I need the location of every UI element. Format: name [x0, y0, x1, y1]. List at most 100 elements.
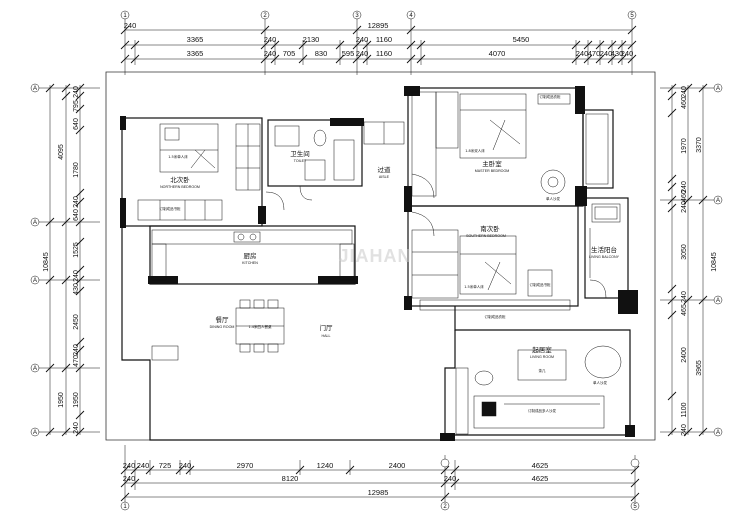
- left-dimensions: [35, 85, 100, 435]
- note-master-chair: 单人沙发: [546, 196, 560, 201]
- label-living-room: 起居室: [532, 345, 552, 354]
- label-north-bedroom: 北次卧: [170, 175, 190, 184]
- walls: [121, 87, 631, 441]
- axis-label-left-5: A: [33, 430, 37, 436]
- label-aisle-en: AISLE: [379, 175, 390, 179]
- label-kitchen: 厨房: [244, 251, 257, 260]
- dim-top2-10: 470: [588, 49, 601, 58]
- dim-top2-4: 830: [315, 49, 328, 58]
- dim-left-9: 430: [73, 283, 80, 295]
- dim-left-1: 240: [73, 86, 80, 98]
- axis-label-top-1: 1: [123, 13, 127, 19]
- label-hall-en: HALL: [322, 334, 331, 338]
- axis-label-right-2: A: [716, 198, 720, 204]
- dim-top2-12: 430: [611, 49, 624, 58]
- right-dimensions: [660, 85, 720, 435]
- label-living-room-en: LIVING ROOM: [530, 355, 554, 359]
- note-south-wardrobe: 订制成品衣柜: [485, 314, 506, 319]
- dim-bot-8: 4625: [532, 461, 549, 470]
- label-toilet: 卫生间: [290, 149, 310, 158]
- axis-bubbles-top: [120, 10, 637, 20]
- dim-left-3: 640: [73, 118, 80, 130]
- dim-right-1: 240: [681, 86, 688, 98]
- dim-left-outer-3: 1950: [58, 392, 65, 408]
- label-dining-en: DINING ROOM: [210, 325, 235, 329]
- axis-label-left-1: A: [33, 86, 37, 92]
- label-south-bedroom-en: SOUTHERN BEDROOM: [466, 234, 506, 238]
- dim-right-12: 240: [681, 424, 688, 436]
- dim-top2-6: 240: [356, 49, 369, 58]
- dim-left-5: 240: [73, 196, 80, 208]
- axis-label-left-2: A: [33, 220, 37, 226]
- right-ticks: [667, 83, 708, 437]
- label-toilet-en: TOILET: [294, 159, 307, 163]
- dim-left-outer-1: 4095: [58, 144, 65, 160]
- label-master-bedroom-en: MASTER BEDROOM: [475, 169, 510, 173]
- dim-bot-4: 240: [179, 461, 192, 470]
- top-dimensions: [124, 18, 633, 75]
- axis-label-bottom-2: 2: [443, 504, 447, 510]
- dim-right-2: 460: [681, 97, 688, 109]
- axis-label-left-3: A: [33, 278, 37, 284]
- dim-top2-5: 595: [342, 49, 355, 58]
- dim-bot-3: 725: [159, 461, 172, 470]
- dim-top-2: 2130: [303, 35, 320, 44]
- note-south-bed: 1.5米单人床: [464, 284, 484, 289]
- dim-right-10: 2400: [681, 347, 688, 363]
- label-master-bedroom: 主卧室: [482, 159, 502, 168]
- dim-top-total: 12895: [368, 21, 389, 30]
- label-living-balcony: 生活阳台: [591, 245, 617, 254]
- dim-left-12: 470: [73, 355, 80, 367]
- note-north-bed: 1.5米单人床: [168, 154, 188, 159]
- dim-right-9: 465: [681, 304, 688, 316]
- dim-right-6: 240: [681, 201, 688, 213]
- note-main-sofa: 订制成品多人沙发: [528, 408, 556, 413]
- dim-top2-2: 240: [264, 49, 277, 58]
- note-single-sofa: 单人沙发: [593, 380, 607, 385]
- dim-left-14: 240: [73, 422, 80, 434]
- note-south-desk: 订制成品书柜: [530, 282, 551, 287]
- dim-top2-7: 1160: [376, 49, 392, 58]
- dim-bot-5: 2970: [237, 461, 254, 470]
- axis-label-top-4: 4: [409, 13, 413, 19]
- dim-bot2-4: 4625: [532, 474, 549, 483]
- note-master-wardrobe: 订制成品衣柜: [540, 94, 561, 99]
- dim-right-7: 3050: [681, 244, 688, 260]
- label-dining: 餐厅: [216, 315, 230, 324]
- outer-boundary: [105, 71, 656, 441]
- dim-bot-6: 1240: [317, 461, 334, 470]
- axis-label-right-4: A: [716, 430, 720, 436]
- axis-label-right-1: A: [716, 86, 720, 92]
- dim-top-small-3: 240: [356, 35, 369, 44]
- axis-label-top-2: 2: [263, 13, 267, 19]
- dim-right-11: 1100: [681, 402, 688, 417]
- dim-top2-3: 705: [283, 49, 296, 58]
- dim-left-4: 1780: [73, 162, 80, 178]
- dim-left-outer-2: 10845: [43, 252, 50, 272]
- watermark: JIAHAN: [338, 246, 411, 266]
- axis-label-left-4: A: [33, 366, 37, 372]
- dim-right-outer-1: 3370: [696, 137, 703, 153]
- axis-label-top-3: 3: [355, 13, 359, 19]
- dim-bot2-3: 240: [444, 474, 457, 483]
- dim-bot-2: 240: [137, 461, 150, 470]
- dim-top2-1: 3365: [187, 49, 204, 58]
- dim-left-13: 1950: [73, 392, 80, 408]
- dim-top-1: 3365: [187, 35, 204, 44]
- label-living-balcony-en: LIVING BALCONY: [589, 255, 620, 259]
- dim-bot-7: 2400: [389, 461, 406, 470]
- dim-right-3: 1970: [681, 138, 688, 154]
- axis-bubbles-bottom: [120, 458, 640, 511]
- dim-bot-total: 12985: [368, 488, 389, 497]
- note-north-desk: 订制成品书柜: [160, 206, 181, 211]
- dim-left-10: 2450: [73, 314, 80, 330]
- dim-left-11: 240: [73, 344, 80, 356]
- dim-left-2: 795: [73, 100, 80, 112]
- dim-top2-9: 240: [576, 49, 589, 58]
- dim-top-3: 1160: [376, 35, 392, 44]
- dim-right-outer-3: 3965: [696, 360, 703, 376]
- label-aisle: 过道: [378, 165, 392, 174]
- axis-label-bottom-3: 5: [633, 504, 637, 510]
- axis-bubbles-left: [30, 83, 40, 437]
